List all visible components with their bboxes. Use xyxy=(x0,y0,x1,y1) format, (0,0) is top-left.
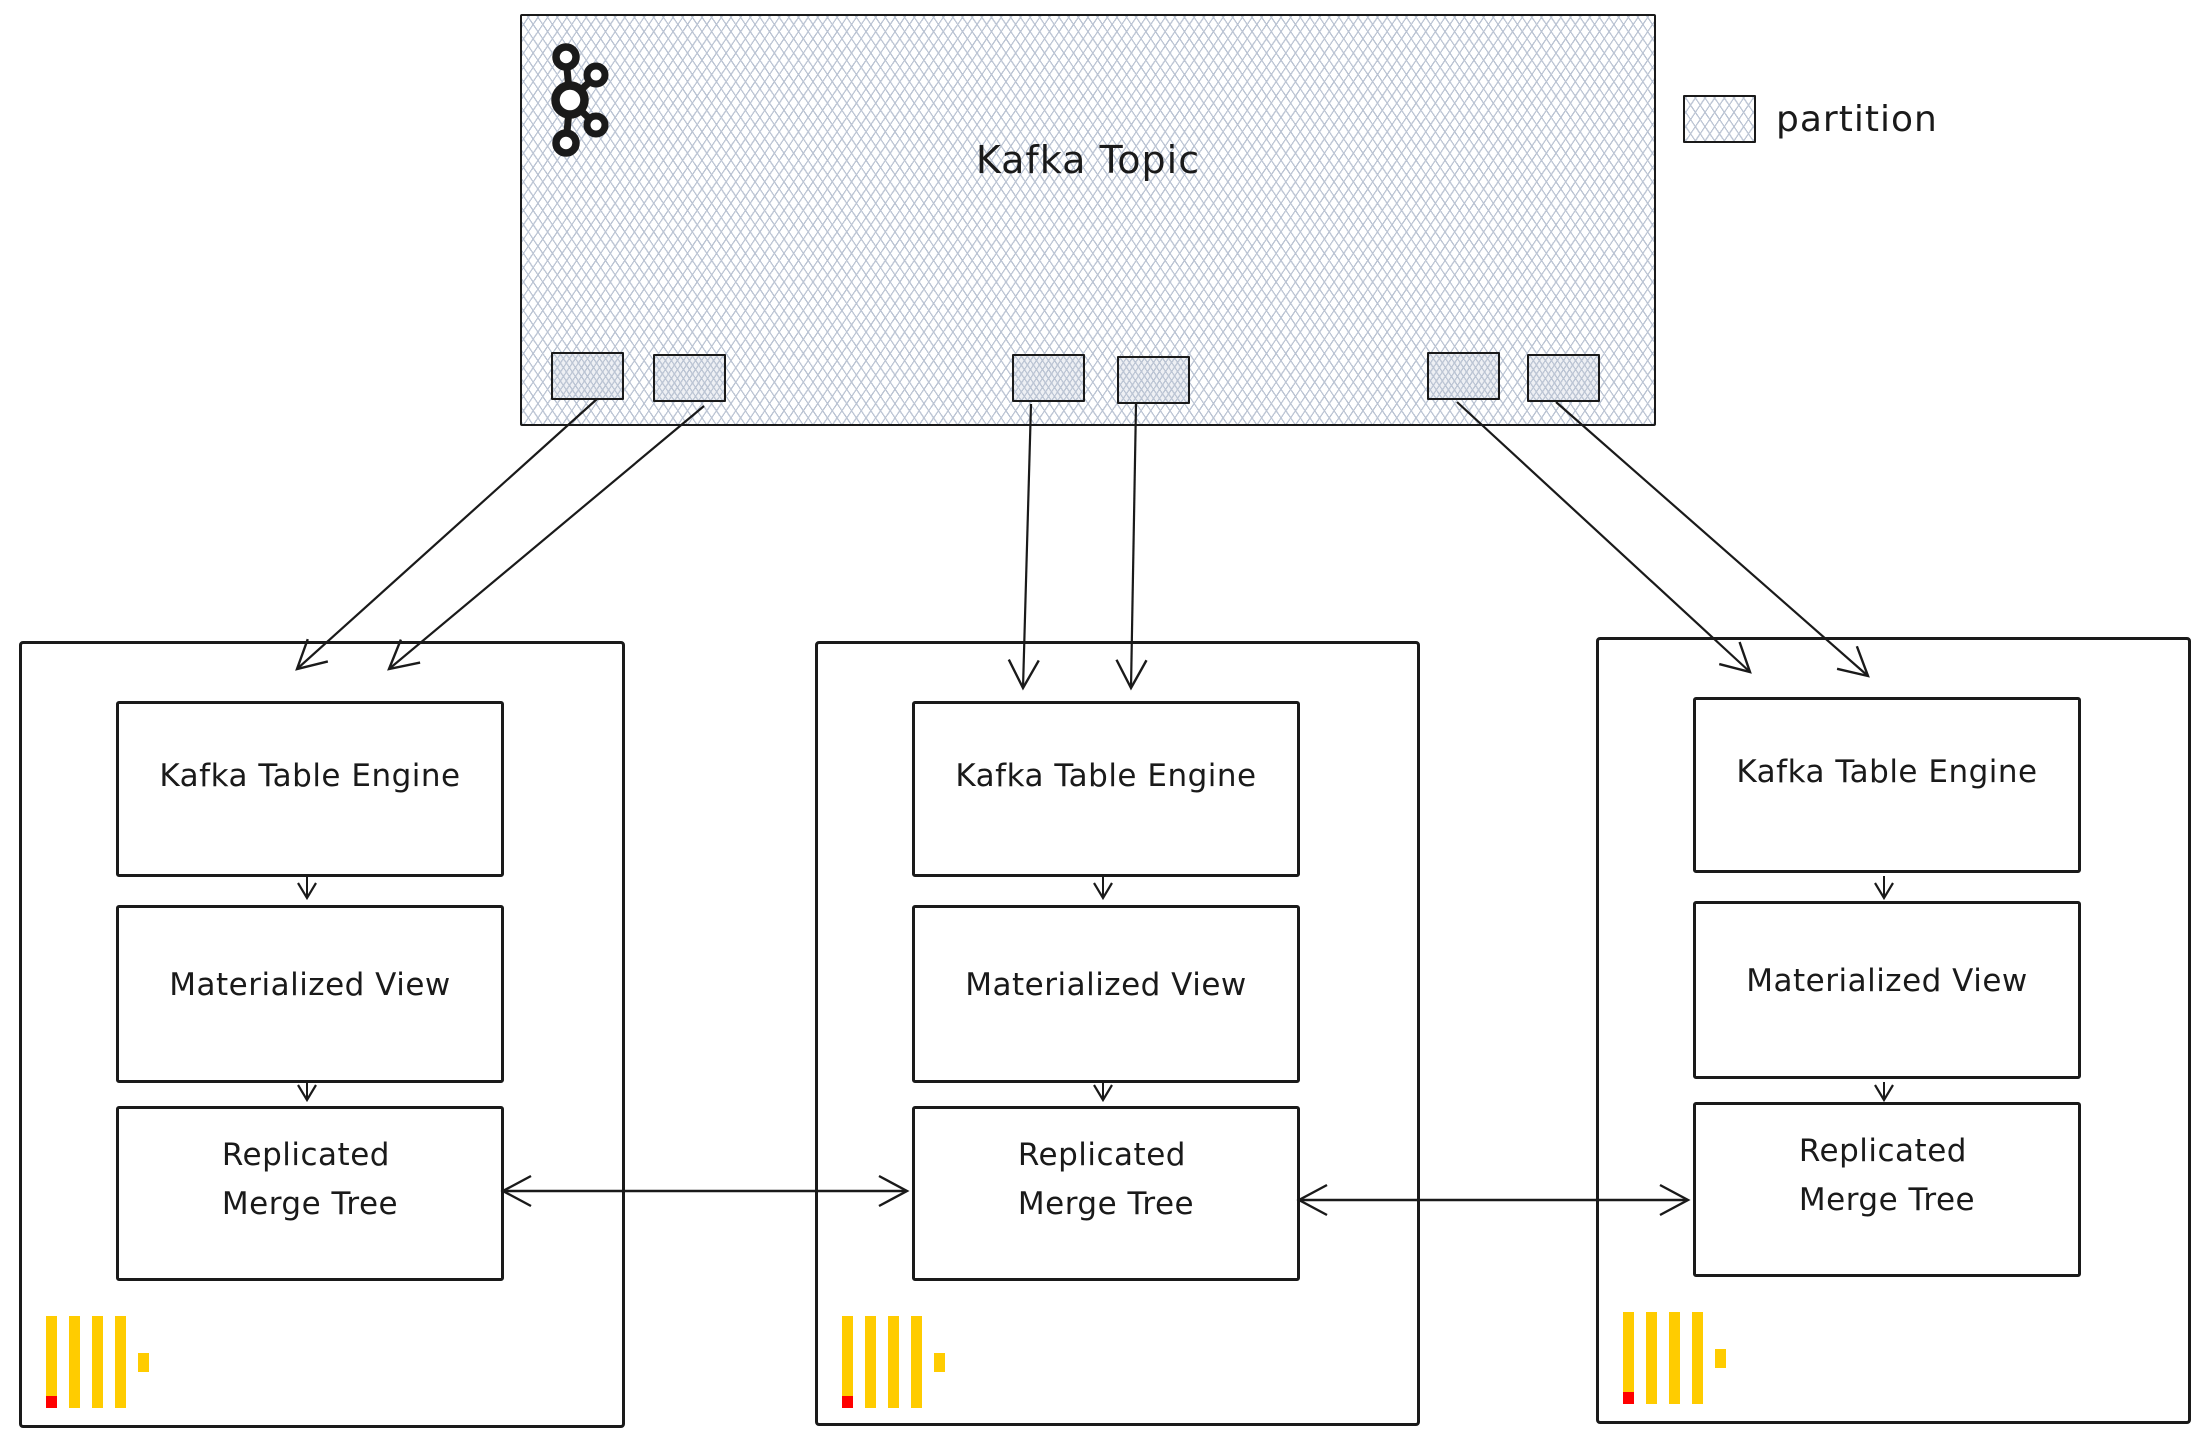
box-label: Materialized View xyxy=(169,967,451,1003)
partition-box-3 xyxy=(1012,354,1085,402)
clickhouse-node-1: Kafka Table Engine Materialized View Rep… xyxy=(19,641,625,1428)
clickhouse-icon xyxy=(46,1316,149,1408)
arrow-partition6-node3 xyxy=(1555,401,1870,678)
clickhouse-icon xyxy=(1623,1312,1726,1404)
replicated-merge-tree-box: Replicated Merge Tree xyxy=(912,1106,1300,1281)
clickhouse-bar xyxy=(865,1316,876,1408)
box-label: Materialized View xyxy=(965,967,1247,1003)
kafka-icon xyxy=(551,43,609,157)
clickhouse-node-2: Kafka Table Engine Materialized View Rep… xyxy=(815,641,1420,1426)
clickhouse-bar xyxy=(842,1316,853,1408)
legend-label: partition xyxy=(1776,98,1938,140)
clickhouse-bar xyxy=(46,1316,57,1408)
partition-box-1 xyxy=(551,352,624,400)
box-label: Replicated Merge Tree xyxy=(1018,1131,1194,1227)
clickhouse-bar xyxy=(115,1316,126,1408)
box-label: Replicated Merge Tree xyxy=(1799,1127,1975,1223)
box-label: Kafka Table Engine xyxy=(955,758,1257,794)
clickhouse-bar xyxy=(1715,1349,1726,1368)
rmt-line-2: Merge Tree xyxy=(1017,1185,1195,1222)
clickhouse-bar xyxy=(1669,1312,1680,1404)
clickhouse-bar xyxy=(934,1353,945,1372)
arrow-partition1-node1 xyxy=(295,398,598,671)
partition-swatch-icon xyxy=(1683,95,1756,143)
rmt-line-1: Replicated xyxy=(1798,1133,1967,1170)
box-label: Materialized View xyxy=(1746,963,2028,999)
clickhouse-bar xyxy=(911,1316,922,1408)
box-label: Replicated Merge Tree xyxy=(222,1131,398,1227)
partition-box-2 xyxy=(653,354,726,402)
kafka-topic-title: Kafka Topic xyxy=(975,138,1201,182)
arrow-partition5-node3 xyxy=(1456,401,1752,674)
legend: partition xyxy=(1683,95,1938,143)
replicated-merge-tree-box: Replicated Merge Tree xyxy=(1693,1102,2081,1277)
partition-box-4 xyxy=(1117,356,1190,404)
clickhouse-bar xyxy=(92,1316,103,1408)
materialized-view-box: Materialized View xyxy=(1693,901,2081,1079)
clickhouse-node-3: Kafka Table Engine Materialized View Rep… xyxy=(1596,637,2191,1424)
clickhouse-bar xyxy=(69,1316,80,1408)
clickhouse-bar xyxy=(1623,1312,1634,1404)
materialized-view-box: Materialized View xyxy=(116,905,504,1083)
partition-box-5 xyxy=(1427,352,1500,400)
partition-box-6 xyxy=(1527,354,1600,402)
rmt-line-1: Replicated xyxy=(1017,1137,1186,1174)
clickhouse-bar xyxy=(138,1353,149,1372)
kafka-table-engine-box: Kafka Table Engine xyxy=(912,701,1300,877)
clickhouse-bar xyxy=(888,1316,899,1408)
clickhouse-bar xyxy=(1692,1312,1703,1404)
rmt-line-2: Merge Tree xyxy=(1798,1181,1976,1218)
box-label: Kafka Table Engine xyxy=(1736,754,2038,790)
clickhouse-bar xyxy=(1646,1312,1657,1404)
kafka-topic-box: Kafka Topic xyxy=(520,14,1656,426)
arrow-partition2-node1 xyxy=(387,405,705,671)
replicated-merge-tree-box: Replicated Merge Tree xyxy=(116,1106,504,1281)
rmt-line-1: Replicated xyxy=(221,1137,390,1174)
kafka-table-engine-box: Kafka Table Engine xyxy=(1693,697,2081,873)
rmt-line-2: Merge Tree xyxy=(221,1185,399,1222)
clickhouse-icon xyxy=(842,1316,945,1408)
materialized-view-box: Materialized View xyxy=(912,905,1300,1083)
kafka-table-engine-box: Kafka Table Engine xyxy=(116,701,504,877)
box-label: Kafka Table Engine xyxy=(159,758,461,794)
